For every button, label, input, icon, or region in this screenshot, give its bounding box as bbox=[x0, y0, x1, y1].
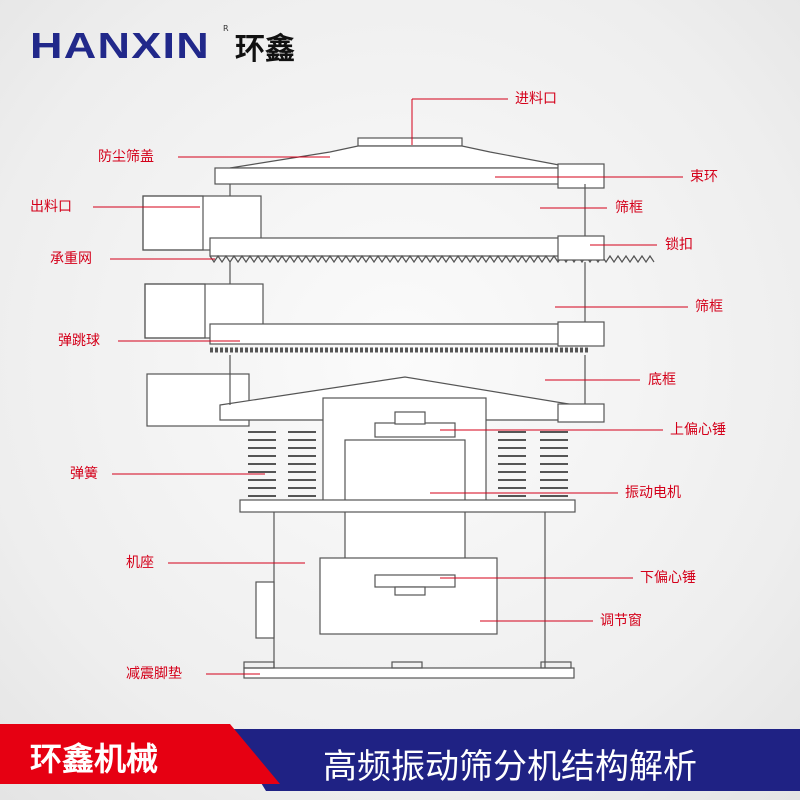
leader-lines bbox=[93, 98, 688, 675]
label-upper-eccentric: 上偏心锤 bbox=[670, 422, 726, 438]
logo-english: HANXIN bbox=[30, 25, 211, 66]
dust-cover bbox=[214, 137, 605, 189]
label-base-frame: 底框 bbox=[648, 372, 676, 388]
label-damping-pad: 减震脚垫 bbox=[126, 666, 182, 682]
company-banner: 环鑫机械 bbox=[0, 724, 280, 784]
logo-chinese: 环鑫 bbox=[235, 32, 295, 67]
springs bbox=[248, 431, 568, 497]
label-bouncing-ball: 弹跳球 bbox=[58, 333, 100, 349]
banner-title: 高频振动筛分机结构解析 bbox=[323, 747, 697, 787]
label-lower-eccentric: 下偏心锤 bbox=[640, 570, 696, 586]
label-lock: 锁扣 bbox=[665, 237, 693, 253]
label-spring: 弹簧 bbox=[70, 466, 98, 482]
banner-company: 环鑫机械 bbox=[30, 740, 159, 778]
label-machine-base: 机座 bbox=[126, 555, 154, 571]
logo: HANXIN R 环鑫 bbox=[30, 24, 295, 68]
machine-base bbox=[243, 512, 575, 679]
screen-frame-1 bbox=[142, 184, 655, 264]
label-dust-cover: 防尘筛盖 bbox=[98, 149, 154, 165]
label-screen-frame-2: 筛框 bbox=[695, 299, 723, 315]
label-clamp-ring: 束环 bbox=[690, 169, 718, 185]
screen-frame-2 bbox=[144, 262, 605, 353]
label-adjust-window: 调节窗 bbox=[600, 613, 642, 629]
title-banner: 高频振动筛分机结构解析 bbox=[228, 729, 800, 791]
label-screen-frame-1: 筛框 bbox=[615, 200, 643, 216]
label-support-mesh: 承重网 bbox=[50, 251, 92, 267]
label-discharge-outlet: 出料口 bbox=[30, 199, 72, 215]
label-feed-inlet: 进料口 bbox=[515, 91, 557, 107]
registered-mark: R bbox=[223, 24, 229, 33]
label-vibration-motor: 振动电机 bbox=[625, 485, 681, 501]
